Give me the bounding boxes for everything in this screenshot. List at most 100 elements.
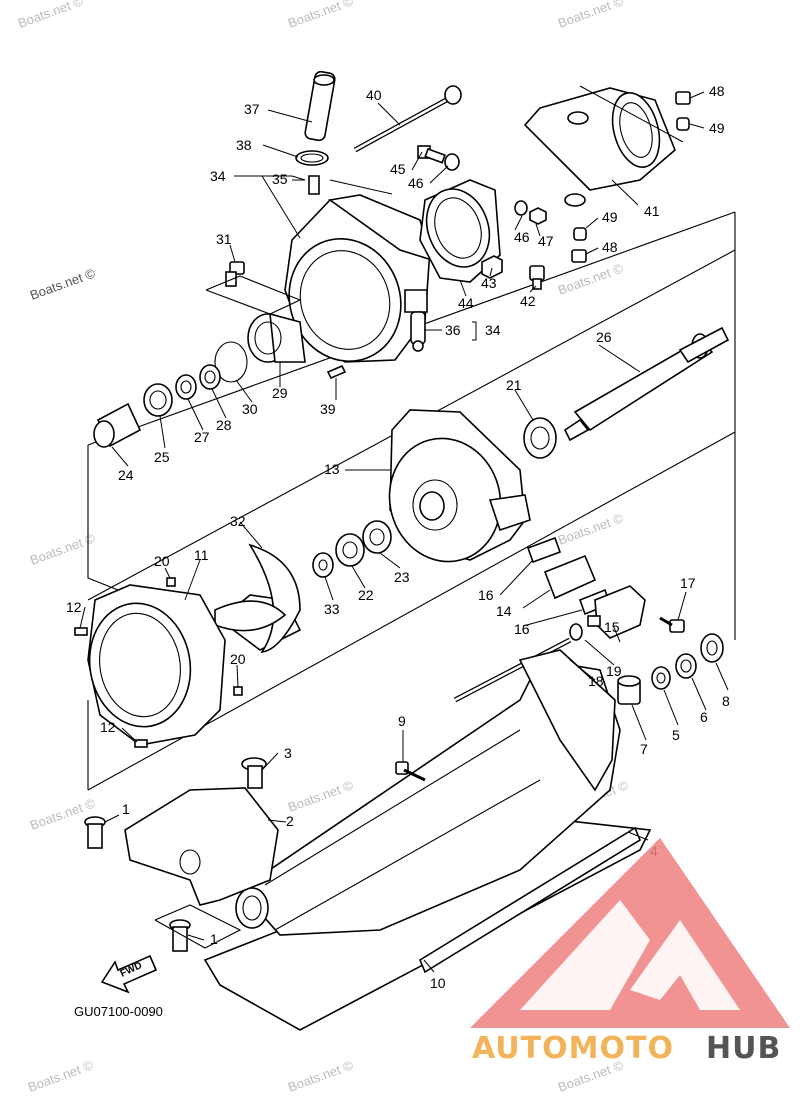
callout-6: 6 [700, 709, 708, 725]
callout-12: 12 [100, 719, 116, 735]
site-watermark: Boats.net © [26, 1057, 96, 1095]
brand-text-left: AUTOMOTO [472, 1031, 674, 1066]
part-15-cover [587, 585, 646, 639]
part-31-bolt [225, 261, 245, 287]
part-28-seal [199, 364, 221, 390]
part-3-bolt [241, 757, 267, 789]
callout-10: 10 [430, 975, 446, 991]
part-42-bolt [529, 265, 545, 290]
callout-28: 28 [216, 417, 232, 433]
callout-47: 47 [538, 233, 554, 249]
callout-32: 32 [230, 513, 246, 529]
automotohub-logo: AUTOMOTO HUB [470, 838, 790, 1066]
site-watermark: Boats.net © [16, 0, 86, 31]
callout-16: 16 [514, 621, 530, 637]
callout-25: 25 [154, 449, 170, 465]
brand-text-right: HUB [706, 1031, 781, 1066]
callout-42: 42 [520, 293, 536, 309]
callout-2: 2 [286, 813, 294, 829]
callout-35: 35 [272, 171, 288, 187]
callout-1: 1 [122, 801, 130, 817]
part-26-drive-shaft [563, 326, 730, 442]
callout-21: 21 [506, 377, 522, 393]
dashed-group [154, 904, 242, 949]
part-14-plate [543, 554, 597, 600]
part-49-collar [676, 117, 690, 131]
part-5-seal [651, 666, 671, 690]
callout-48: 48 [602, 239, 618, 255]
part-48-bolt [675, 91, 691, 105]
callout-8: 8 [722, 693, 730, 709]
part-1-bolt [169, 919, 191, 952]
part-46-washer [514, 200, 528, 216]
part-37-hose [304, 70, 336, 142]
callout-36: 36 [445, 322, 461, 338]
callout-33: 33 [324, 601, 340, 617]
callout-numbers: 37 40 38 34 35 31 45 46 48 49 41 49 48 4… [66, 83, 730, 991]
site-watermark: Boats.net © [556, 510, 626, 548]
callout-46: 46 [514, 229, 530, 245]
part-36-bushing [410, 311, 426, 352]
part-11-pump-housing [87, 584, 226, 746]
callout-7: 7 [640, 741, 648, 757]
callout-13: 13 [324, 461, 340, 477]
callout-49: 49 [709, 120, 725, 136]
callout-5: 5 [672, 727, 680, 743]
callout-39: 39 [320, 401, 336, 417]
part-33-spacer [312, 552, 334, 578]
part-48-bolt [571, 249, 587, 263]
part-30-o-ring [214, 341, 248, 383]
part-10-intake-duct [203, 649, 652, 1031]
callout-20: 20 [154, 553, 170, 569]
site-watermark: Boats.net © [28, 795, 98, 833]
callout-16: 16 [478, 587, 494, 603]
callout-46: 46 [408, 175, 424, 191]
site-watermark: Boats.net © [286, 777, 356, 815]
callout-19: 19 [606, 663, 622, 679]
part-39-pin [326, 364, 347, 380]
part-13-impeller-housing [388, 409, 531, 563]
part-16-gasket [526, 536, 562, 564]
part-32-impeller [214, 543, 302, 653]
callout-11: 11 [194, 547, 209, 563]
part-27-seal [175, 374, 197, 400]
part-19-clip [569, 623, 583, 641]
part-47-nut [529, 207, 547, 225]
part-21-bearing [523, 417, 557, 459]
site-watermark: Boats.net © [556, 260, 626, 298]
callout-43: 43 [481, 275, 497, 291]
callout-29: 29 [272, 385, 288, 401]
part-12-pin [74, 627, 88, 636]
callout-45: 45 [390, 161, 406, 177]
callout-24: 24 [118, 467, 134, 483]
callout-41: 41 [644, 203, 660, 219]
site-watermark: Boats.net © [286, 0, 356, 31]
part-20-pin [233, 686, 243, 696]
part-35-nipple [308, 175, 320, 195]
callout-40: 40 [366, 87, 382, 103]
part-7-gear [617, 675, 641, 705]
callout-48: 48 [709, 83, 725, 99]
callout-20: 20 [230, 651, 246, 667]
part-46-washer [444, 153, 460, 171]
part-49-collar [573, 227, 587, 241]
part-24-sleeve [93, 402, 142, 448]
part-38-clamp [295, 150, 329, 166]
dashed-group [205, 275, 302, 315]
part-41-reverse-gate [523, 87, 676, 207]
site-watermark: Boats.net © [556, 0, 626, 31]
callout-23: 23 [394, 569, 410, 585]
part-18-rod [453, 637, 572, 703]
part-23-seal [362, 520, 392, 554]
callout-18: 18 [588, 673, 604, 689]
callout-27: 27 [194, 429, 210, 445]
leader-lines [79, 85, 729, 973]
callout-49: 49 [602, 209, 618, 225]
callout-30: 30 [242, 401, 258, 417]
part-43-collar [481, 255, 503, 279]
callout-22: 22 [358, 587, 374, 603]
site-watermark: Boats.net © [286, 1057, 356, 1095]
callout-38: 38 [236, 137, 252, 153]
